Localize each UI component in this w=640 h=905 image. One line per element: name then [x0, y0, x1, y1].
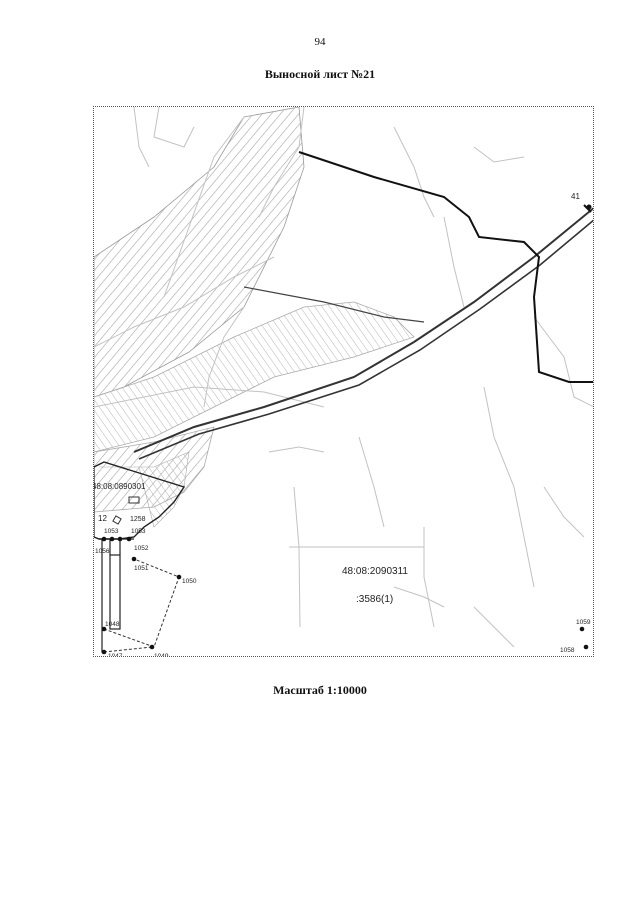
parcel-label-main: 48:08:2090311 [342, 566, 408, 577]
page-number: 94 [314, 36, 326, 48]
cadastral-map: 41 48:08:0890301 12 1258 1053 1053 1056 … [94, 107, 593, 657]
point-label-1056: 1056 [95, 548, 110, 555]
cadastral-boundary-black [298, 151, 593, 383]
map-frame: 41 48:08:0890301 12 1258 1053 1053 1056 … [93, 106, 594, 657]
parcel-label-left: 48:08:0890301 [94, 482, 146, 491]
point-label-1050: 1050 [182, 578, 197, 585]
road-inner-line [138, 219, 593, 460]
hatched-area-bottom-left [99, 451, 190, 528]
contour-lines [94, 107, 593, 648]
point-label-1052: 1052 [134, 545, 149, 552]
point-label-1053b: 1053 [131, 528, 146, 535]
point-label-41: 41 [571, 192, 580, 201]
road-side-line [243, 286, 425, 323]
parcel-label-left-sub: 1258 [130, 516, 146, 523]
survey-points [101, 204, 592, 655]
point-label-1059: 1059 [576, 619, 591, 626]
hatched-area-middle [94, 301, 415, 453]
parcel-label-left-num: 12 [98, 514, 107, 523]
road-outer-line [133, 207, 593, 453]
point-label-1048: 1048 [105, 621, 120, 628]
point-label-1053: 1053 [104, 528, 119, 535]
scale-caption: Масштаб 1:10000 [273, 683, 367, 697]
point-label-1049: 1049 [154, 653, 169, 657]
parcel-label-sub: :3586(1) [356, 594, 393, 605]
point-label-1047: 1047 [108, 653, 123, 657]
point-label-1051: 1051 [134, 565, 149, 572]
sheet-title: Выносной лист №21 [264, 67, 376, 81]
point-label-1058: 1058 [560, 647, 575, 654]
